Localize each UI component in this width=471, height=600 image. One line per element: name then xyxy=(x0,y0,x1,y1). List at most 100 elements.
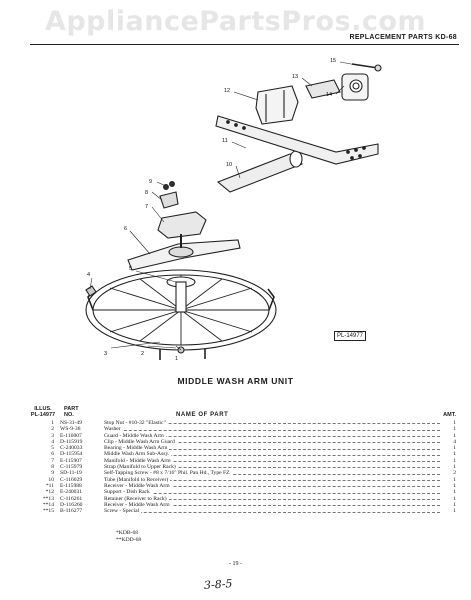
strap xyxy=(159,191,179,209)
row-amount: 1 xyxy=(453,501,456,508)
row-part-name: Clip - Middle Wash Arm Guard xyxy=(104,438,440,445)
col-illus-header: ILLUS.PL-14977 xyxy=(30,406,56,418)
leader-lines xyxy=(89,61,363,351)
callout-1: 1 xyxy=(175,356,178,362)
row-part-no: E-116007 xyxy=(60,432,82,439)
row-illus: 9 xyxy=(51,470,54,477)
row-part-no: D-115919 xyxy=(60,438,83,445)
page-number: - 19 - xyxy=(229,561,242,567)
row-amount: 1 xyxy=(453,451,456,458)
callout-10: 10 xyxy=(226,162,232,168)
row-part-no: E-115907 xyxy=(60,457,82,464)
row-part-name: Bearing - Middle Wash Arm xyxy=(104,445,440,452)
footnote: *KDB-68 xyxy=(116,530,139,536)
row-part-no: SD-11-19 xyxy=(60,470,82,477)
callout-4: 4 xyxy=(87,272,90,278)
callout-9: 9 xyxy=(149,179,152,185)
watermark: AppliancePartsPros.com xyxy=(44,6,427,37)
row-amount: 1 xyxy=(453,445,456,452)
callout-8: 8 xyxy=(145,190,148,196)
row-illus: 3 xyxy=(51,432,54,439)
row-illus: 1 xyxy=(51,420,54,426)
header-title: REPLACEMENT PARTS KD-68 xyxy=(349,34,457,41)
row-illus: **14 xyxy=(42,501,54,508)
row-illus: **15 xyxy=(42,508,54,515)
callout-2: 2 xyxy=(141,351,144,357)
row-part-no: D-116260 xyxy=(60,501,83,508)
row-illus: 2 xyxy=(51,426,54,433)
row-part-no: NS-31-49 xyxy=(60,420,83,426)
row-amount: 1 xyxy=(453,420,456,426)
callout-6: 6 xyxy=(124,226,127,232)
row-amount: 1 xyxy=(453,432,456,439)
row-part-name: Retainer (Receiver to Rack) xyxy=(104,495,440,502)
row-amount: 1 xyxy=(453,476,456,483)
row-part-name: Guard - Middle Wash Arm xyxy=(104,432,440,439)
row-part-name: Manifold - Middle Wash Arm xyxy=(104,457,440,464)
row-part-name: Tube (Manifold to Receiver) xyxy=(104,476,440,483)
row-amount: 1 xyxy=(453,457,456,464)
row-part-name: Receiver - Middle Wash Arm xyxy=(104,501,440,508)
row-part-no: E-240031 xyxy=(60,489,83,496)
row-amount: 1 xyxy=(453,482,456,489)
figure-id: PL-14977 xyxy=(334,331,367,341)
row-part-name: Stop Nut - #10-32 "Elastic" xyxy=(104,420,440,426)
header-rule xyxy=(30,44,459,45)
callout-14: 14 xyxy=(326,92,332,98)
col-amt-header: AMT. xyxy=(443,412,456,418)
row-part-no: C-116029 xyxy=(60,476,83,483)
row-part-no: C-240033 xyxy=(60,445,83,452)
table-row: **15 B-116277 Screw - Special 1 xyxy=(26,508,456,515)
row-illus: 10 xyxy=(48,476,54,483)
row-amount: 1 xyxy=(453,464,456,471)
support-holes xyxy=(226,120,366,160)
row-illus: 4 xyxy=(51,438,54,445)
retainer xyxy=(305,79,341,99)
row-part-name: Support - Dish Rack xyxy=(104,489,440,496)
table-row: 3 E-116007 Guard - Middle Wash Arm 1 xyxy=(26,432,456,439)
row-part-no: E-115988 xyxy=(60,482,82,489)
row-amount: 1 xyxy=(453,489,456,496)
callout-15: 15 xyxy=(330,58,336,64)
table-row: **14 D-116260 Receiver - Middle Wash Arm 1 xyxy=(26,501,456,508)
table-row: 10 C-116029 Tube (Manifold to Receiver) 1 xyxy=(26,476,456,483)
row-amount: 1 xyxy=(453,508,456,515)
row-part-no: B-116277 xyxy=(60,508,83,515)
handwritten-mark: 3-8-5 xyxy=(203,577,233,592)
row-amount: 1 xyxy=(453,426,456,433)
row-illus: 5 xyxy=(51,445,54,452)
guard-clip xyxy=(85,285,97,297)
section-title: MIDDLE WASH ARM UNIT xyxy=(177,376,294,386)
tube xyxy=(216,153,304,193)
manifold xyxy=(157,211,207,239)
row-illus: 8 xyxy=(51,464,54,471)
row-illus: 6 xyxy=(51,451,54,458)
footnote: **KDD-68 xyxy=(116,537,142,543)
row-part-no: C-115979 xyxy=(60,464,83,471)
callout-11: 11 xyxy=(222,138,228,144)
callout-13: 13 xyxy=(292,74,298,80)
callout-3: 3 xyxy=(104,351,107,357)
row-part-name: Screw - Special xyxy=(104,508,440,515)
callout-5: 5 xyxy=(129,266,132,272)
table-row: 5 C-240033 Bearing - Middle Wash Arm 1 xyxy=(26,445,456,452)
table-row: 1 NS-31-49 Stop Nut - #10-32 "Elastic" 1 xyxy=(26,420,456,426)
row-part-name: Washer xyxy=(104,426,440,433)
row-illus: *11 xyxy=(45,482,54,489)
row-amount: 1 xyxy=(453,495,456,502)
row-illus: **13 xyxy=(42,495,54,502)
parts-diagram: 1 2 3 4 5 6 7 8 9 10 11 12 13 14 15 xyxy=(85,58,382,362)
col-name-header: NAME OF PART xyxy=(176,412,229,418)
dish-rack-support xyxy=(215,115,379,165)
footnotes: *KDB-68 **KDD-68 xyxy=(116,530,141,544)
